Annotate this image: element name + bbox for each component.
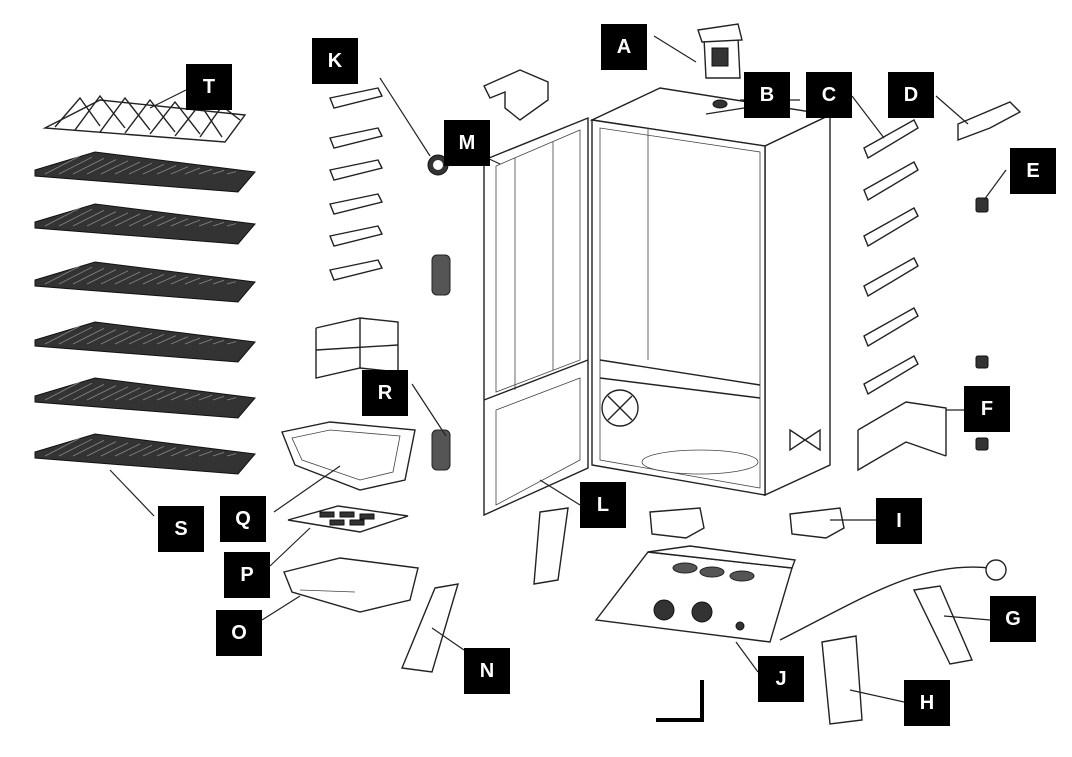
vent-knob bbox=[427, 154, 449, 176]
label-i: I bbox=[876, 498, 922, 544]
label-q: Q bbox=[220, 496, 266, 542]
chip-tray bbox=[283, 557, 419, 613]
leg-g bbox=[912, 585, 973, 665]
top-bracket bbox=[483, 69, 549, 121]
label-k: K bbox=[312, 38, 358, 84]
smoker-body bbox=[589, 87, 833, 497]
label-d: D bbox=[888, 72, 934, 118]
cooking-grates bbox=[34, 151, 256, 475]
leg-l bbox=[533, 507, 569, 585]
label-a: A bbox=[601, 24, 647, 70]
label-n: N bbox=[464, 648, 510, 694]
gas-hose bbox=[779, 559, 1007, 641]
label-e: E bbox=[1010, 148, 1056, 194]
clips-f bbox=[975, 355, 989, 451]
left-rack-supports bbox=[329, 87, 384, 281]
right-rack-supports bbox=[863, 119, 919, 396]
rack-hangers bbox=[315, 317, 399, 379]
leg-n bbox=[401, 583, 459, 673]
right-brackets bbox=[857, 401, 947, 472]
smoker-door bbox=[483, 116, 589, 517]
label-r: R bbox=[362, 370, 408, 416]
cooking-grate bbox=[34, 321, 256, 363]
cooking-grate bbox=[34, 261, 256, 303]
corner-mark bbox=[656, 680, 704, 722]
chip-tray-cover bbox=[287, 505, 409, 533]
cooking-grate bbox=[34, 433, 256, 475]
label-b: B bbox=[744, 72, 790, 118]
label-t: T bbox=[186, 64, 232, 110]
leg-h bbox=[821, 635, 863, 725]
clip-e bbox=[975, 197, 989, 213]
body-cap bbox=[712, 99, 728, 109]
label-l: L bbox=[580, 482, 626, 528]
cooking-grate bbox=[34, 203, 256, 245]
label-c: C bbox=[806, 72, 852, 118]
door-handles bbox=[431, 254, 451, 471]
label-g: G bbox=[990, 596, 1036, 642]
control-panel bbox=[594, 545, 796, 643]
label-j: J bbox=[758, 656, 804, 702]
label-s: S bbox=[158, 506, 204, 552]
label-o: O bbox=[216, 610, 262, 656]
label-m: M bbox=[444, 120, 490, 166]
top-vent bbox=[697, 23, 743, 79]
heat-deflector bbox=[957, 101, 1022, 142]
label-f: F bbox=[964, 386, 1010, 432]
grease-cups bbox=[649, 507, 845, 539]
jerky-rack bbox=[42, 94, 247, 143]
cooking-grate bbox=[34, 377, 256, 419]
water-pan bbox=[281, 421, 416, 491]
cooking-grate bbox=[34, 151, 256, 193]
label-h: H bbox=[904, 680, 950, 726]
label-p: P bbox=[224, 552, 270, 598]
